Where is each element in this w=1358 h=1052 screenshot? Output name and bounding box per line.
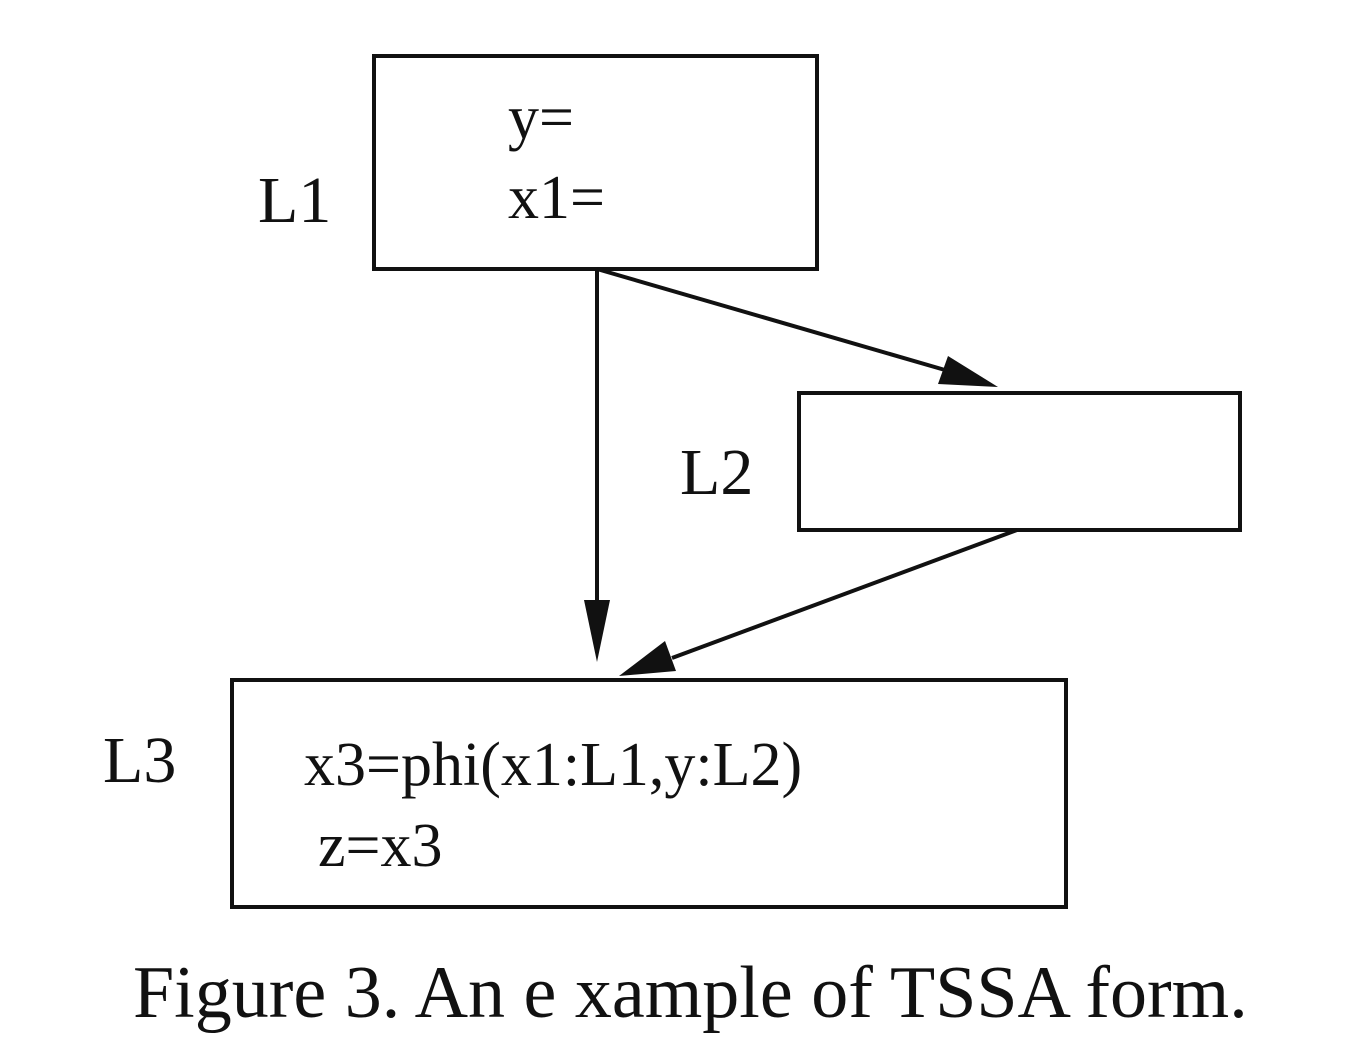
- edge-l2-l3-line: [671, 528, 1018, 660]
- node-l2-box: [797, 391, 1242, 532]
- edge-l1-l2-line: [596, 267, 946, 372]
- node-l1-line-2: x1=: [508, 164, 605, 232]
- edge-l1-l3: [584, 269, 610, 662]
- node-l1-line-1: y=: [508, 84, 574, 152]
- edge-l1-l3-arrowhead: [584, 600, 610, 662]
- node-l3: L3 x3=phi(x1:L1,y:L2) z=x3: [103, 678, 1068, 909]
- node-l3-label: L3: [103, 724, 176, 797]
- figure-caption: Figure 3. An e xample of TSSA form.: [133, 952, 1248, 1034]
- edge-l1-l2-arrowhead: [938, 356, 998, 387]
- node-l2-label: L2: [680, 436, 753, 509]
- node-l1: L1 y= x1=: [258, 54, 819, 271]
- node-l1-label: L1: [258, 164, 331, 237]
- node-l1-box: [372, 54, 819, 271]
- node-l2: L2: [680, 391, 1242, 532]
- edge-l1-l2: [596, 267, 998, 387]
- node-l3-box: [230, 678, 1068, 909]
- edge-l2-l3: [619, 528, 1018, 676]
- node-l3-line-2: z=x3: [318, 812, 442, 880]
- node-l3-line-1: x3=phi(x1:L1,y:L2): [304, 731, 802, 799]
- edge-l2-l3-arrowhead: [619, 641, 676, 676]
